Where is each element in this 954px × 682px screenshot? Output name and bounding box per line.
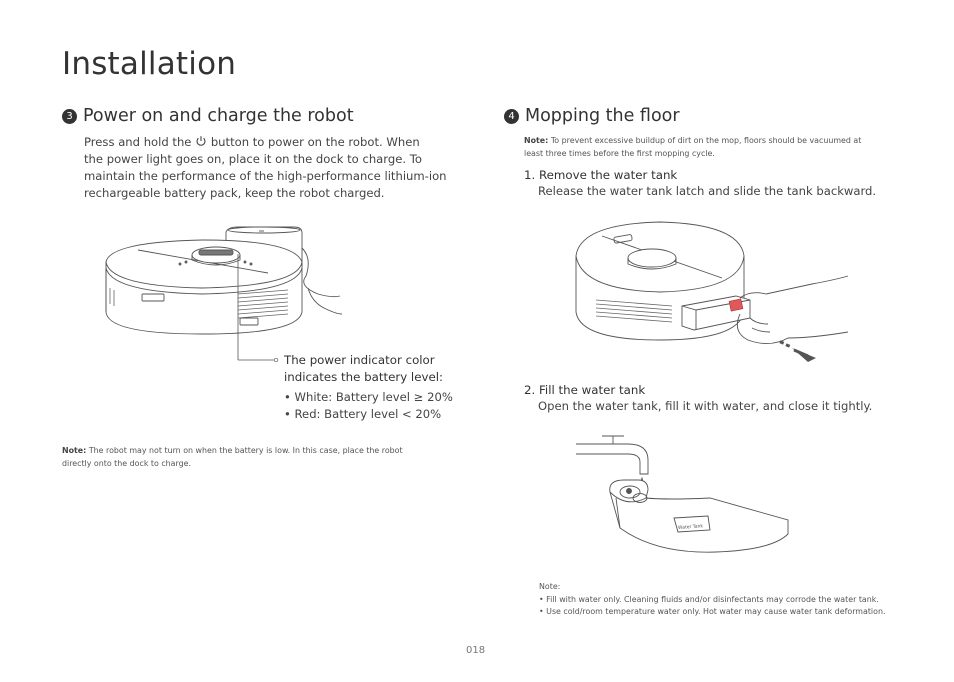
callout-title-line-2: indicates the battery level:	[284, 370, 443, 384]
bottom-note-item-2: • Use cold/room temperature water only. …	[539, 607, 886, 616]
page-title: Installation	[62, 46, 237, 82]
robot-on-dock-illustration	[105, 226, 343, 363]
bottom-note-label: Note:	[539, 582, 561, 591]
step-2-body: Open the water tank, fill it with water,…	[538, 399, 873, 413]
battery-bullet-white: • White: Battery level ≥ 20%	[284, 390, 453, 404]
section-heading-power: 3 Power on and charge the robot	[62, 106, 354, 126]
fill-tank-illustration: Water Tank	[576, 435, 789, 553]
note-label: Note:	[524, 136, 549, 145]
fill-tank-notes: Note: • Fill with water only. Cleaning f…	[539, 581, 939, 619]
step-number-badge: 4	[504, 108, 519, 124]
section-heading-text: Mopping the floor	[525, 106, 680, 126]
callout-title-line-1: The power indicator color	[284, 353, 435, 367]
page-number: 018	[466, 645, 486, 656]
power-instructions: Press and hold the button to power on th…	[84, 134, 464, 202]
intro-line-4: rechargeable battery pack, keep the robo…	[84, 186, 385, 200]
remove-tank-illustration	[575, 221, 849, 362]
intro-text-end: button to power on the robot. When	[210, 135, 420, 149]
water-tank-label: Water Tank	[678, 523, 704, 531]
low-battery-note: Note: The robot may not turn on when the…	[62, 445, 442, 470]
note-label: Note:	[62, 446, 87, 455]
mop-note: Note: To prevent excessive buildup of di…	[524, 135, 924, 160]
battery-bullet-red: • Red: Battery level < 20%	[284, 407, 442, 421]
section-heading-mop: 4 Mopping the floor	[504, 106, 680, 126]
step-1-title: 1. Remove the water tank	[524, 168, 678, 182]
intro-text-start: Press and hold the	[84, 135, 192, 149]
step-number-badge: 3	[62, 108, 77, 124]
intro-line-2: the power light goes on, place it on the…	[84, 152, 422, 166]
power-icon	[195, 135, 207, 147]
battery-callout: The power indicator color indicates the …	[284, 352, 484, 423]
section-heading-text: Power on and charge the robot	[83, 106, 354, 126]
step-remove-tank: 1. Remove the water tank Release the wat…	[524, 168, 876, 198]
intro-line-3: maintain the performance of the high-per…	[84, 169, 447, 183]
note-line-1: To prevent excessive buildup of dirt on …	[550, 136, 862, 145]
note-line-2: least three times before the first moppi…	[524, 148, 715, 158]
step-2-title: 2. Fill the water tank	[524, 383, 646, 397]
step-fill-tank: 2. Fill the water tank Open the water ta…	[524, 383, 872, 413]
note-line-2: directly onto the dock to charge.	[62, 458, 191, 468]
note-line-1: The robot may not turn on when the batte…	[88, 446, 403, 455]
bottom-note-item-1: • Fill with water only. Cleaning fluids …	[539, 594, 879, 604]
step-1-body: Release the water tank latch and slide t…	[538, 184, 877, 198]
